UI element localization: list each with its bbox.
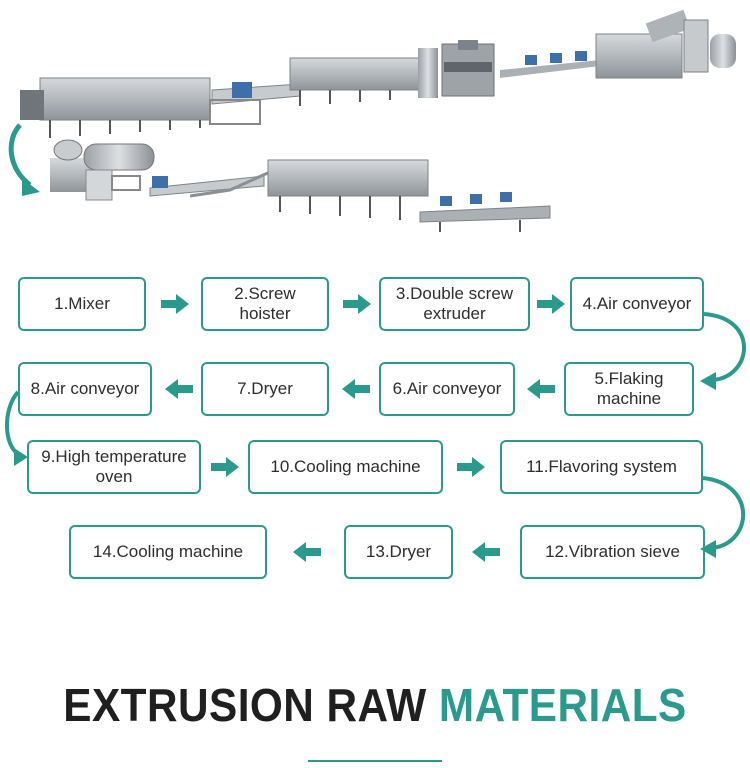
step-box-high-temperature-oven: 9.High temperature oven bbox=[27, 440, 201, 494]
extruder-machine bbox=[418, 40, 495, 98]
arrow-right-icon bbox=[161, 294, 189, 314]
curved-arrow-right-icon bbox=[703, 312, 746, 382]
vibration-sieve-bottom bbox=[419, 192, 551, 232]
step-box-cooling-machine-14: 14.Cooling machine bbox=[69, 525, 267, 579]
arrow-right-icon bbox=[537, 294, 565, 314]
step-box-air-conveyor-6: 6.Air conveyor bbox=[379, 362, 515, 416]
title-word-dark: EXTRUSION RAW bbox=[63, 679, 427, 731]
step-box-flaking-machine: 5.Flaking machine bbox=[564, 362, 694, 416]
dryer-machine-top bbox=[20, 77, 211, 138]
arrow-right-icon bbox=[457, 457, 485, 477]
conveyor-bottom bbox=[149, 170, 271, 198]
cooling-machine-bottom bbox=[267, 159, 429, 220]
step-box-double-screw-extruder: 3.Double screw extruder bbox=[379, 277, 530, 331]
title-underline bbox=[308, 760, 442, 762]
arrow-left-icon bbox=[527, 379, 555, 399]
step-box-dryer-13: 13.Dryer bbox=[344, 525, 453, 579]
step-box-screw-hoister: 2.Screw hoister bbox=[201, 277, 329, 331]
step-box-flavoring-system: 11.Flavoring system bbox=[500, 440, 703, 494]
curved-arrow-icon bbox=[8, 123, 32, 187]
production-line-illustration bbox=[8, 9, 736, 232]
title-word-accent: MATERIALS bbox=[438, 679, 687, 731]
oven-machine-top-right bbox=[595, 9, 736, 79]
dryer-machine-middle bbox=[289, 57, 431, 106]
step-box-vibration-sieve: 12.Vibration sieve bbox=[520, 525, 705, 579]
curved-arrow-right-icon bbox=[702, 476, 746, 550]
conveyor-top bbox=[209, 82, 301, 125]
air-conveyor-top bbox=[500, 51, 600, 78]
arrow-left-icon bbox=[293, 542, 321, 562]
arrow-right-icon bbox=[211, 457, 239, 477]
step-box-dryer-7: 7.Dryer bbox=[201, 362, 329, 416]
step-box-air-conveyor-8: 8.Air conveyor bbox=[18, 362, 152, 416]
step-box-cooling-machine-10: 10.Cooling machine bbox=[248, 440, 443, 494]
arrow-left-icon bbox=[472, 542, 500, 562]
arrowhead-icon bbox=[14, 448, 28, 466]
arrow-right-icon bbox=[343, 294, 371, 314]
page-title: EXTRUSION RAW MATERIALS bbox=[30, 678, 720, 732]
flavoring-drum bbox=[50, 139, 155, 201]
arrow-left-icon bbox=[165, 379, 193, 399]
step-box-air-conveyor-4: 4.Air conveyor bbox=[570, 277, 704, 331]
arrow-left-icon bbox=[342, 379, 370, 399]
step-box-mixer: 1.Mixer bbox=[18, 277, 146, 331]
arrowhead-icon bbox=[700, 372, 716, 390]
